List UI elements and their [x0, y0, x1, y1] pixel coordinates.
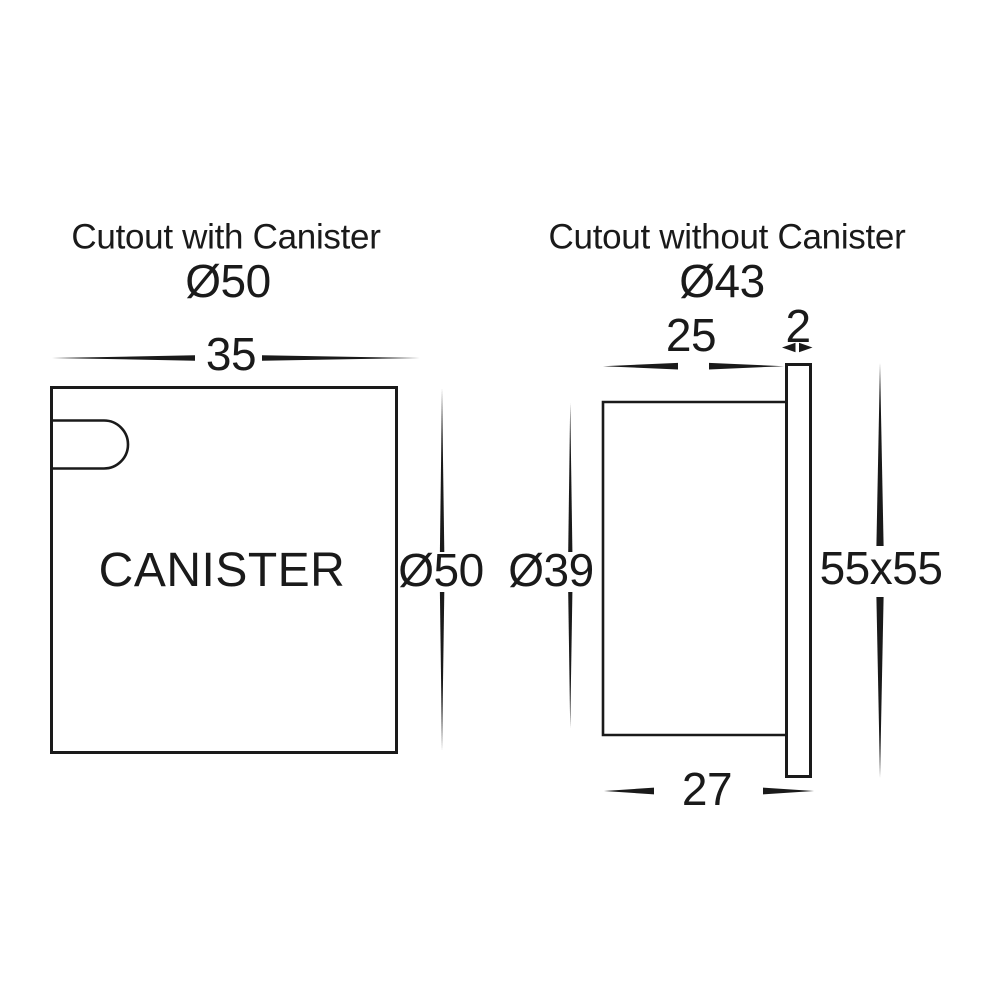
dim-value-o50: Ø50 — [398, 544, 484, 596]
faceplate-flange-outline — [785, 363, 812, 778]
dim-line-o50-top — [439, 388, 445, 552]
dim-value-o39: Ø39 — [508, 544, 594, 596]
left-figure-title: Cutout with Canister — [71, 217, 381, 257]
left-cutout-diameter-label: Ø50 — [185, 255, 271, 307]
dim-line-27-right — [763, 787, 814, 795]
dim-value-25: 25 — [665, 309, 717, 361]
dim-value-35: 35 — [205, 328, 257, 380]
dim-line-o50-bottom — [439, 592, 445, 751]
dim-value-2: 2 — [785, 300, 811, 352]
dim-line-25-left — [603, 362, 678, 370]
canister-label: CANISTER — [98, 544, 346, 597]
dim-line-35-left — [52, 355, 195, 361]
dim-line-o39-bottom — [568, 592, 573, 728]
dim-line-55x55-bottom — [876, 597, 884, 778]
canister-body-outline — [50, 386, 398, 754]
recessed-body-outline — [601, 400, 786, 737]
dim-value-27: 27 — [681, 763, 733, 815]
arrow-left-icon — [782, 342, 796, 353]
right-figure-title: Cutout without Canister — [548, 217, 906, 257]
arrow-right-icon — [799, 342, 813, 353]
dim-line-o39-top — [568, 403, 573, 552]
dim-line-27-left — [604, 787, 654, 795]
dim-value-55x55: 55x55 — [819, 542, 943, 594]
dim-line-55x55-top — [876, 363, 884, 546]
cable-gland-tab — [51, 419, 130, 470]
right-cutout-diameter-label: Ø43 — [679, 255, 765, 307]
dim-line-25-right — [709, 362, 784, 370]
dim-line-35-right — [262, 355, 420, 361]
